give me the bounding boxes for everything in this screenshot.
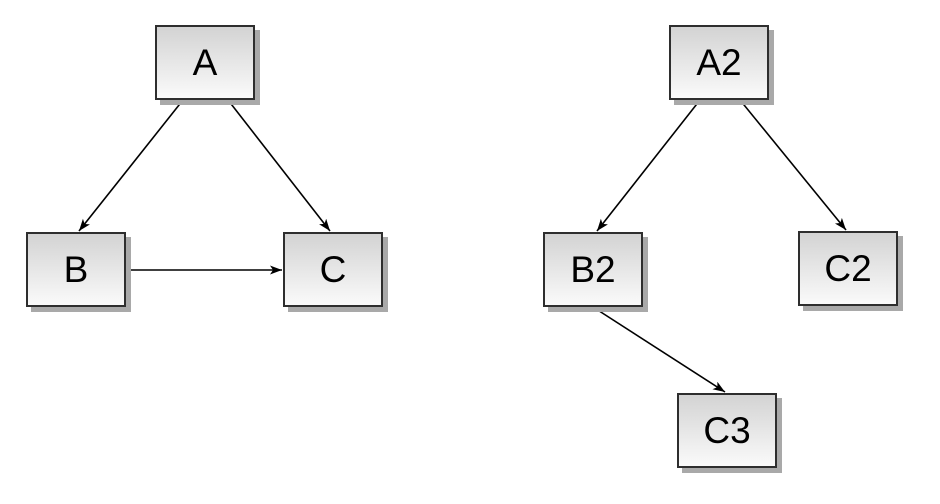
- node-label: C2: [824, 248, 872, 289]
- edge-A-B: [78, 99, 184, 232]
- right-graph-edges: [592, 99, 847, 393]
- node-A2[interactable]: A2: [669, 25, 769, 100]
- edge-A2-C2: [739, 99, 847, 231]
- node-B[interactable]: B: [26, 232, 126, 307]
- node-label: C: [319, 249, 347, 290]
- edge-A2-B2: [596, 99, 701, 232]
- node-B2[interactable]: B2: [543, 232, 643, 307]
- node-label: A: [192, 42, 218, 83]
- node-C2[interactable]: C2: [798, 231, 898, 306]
- node-label: C3: [703, 410, 751, 451]
- edge-A-C: [227, 99, 331, 232]
- node-label: B2: [570, 249, 616, 290]
- left-graph-edges: [78, 99, 331, 275]
- edge-B2-C3: [592, 306, 726, 393]
- node-C[interactable]: C: [283, 232, 383, 307]
- node-A[interactable]: A: [155, 25, 255, 100]
- node-label: A2: [696, 42, 742, 83]
- node-C3[interactable]: C3: [677, 393, 777, 468]
- node-label: B: [63, 249, 89, 290]
